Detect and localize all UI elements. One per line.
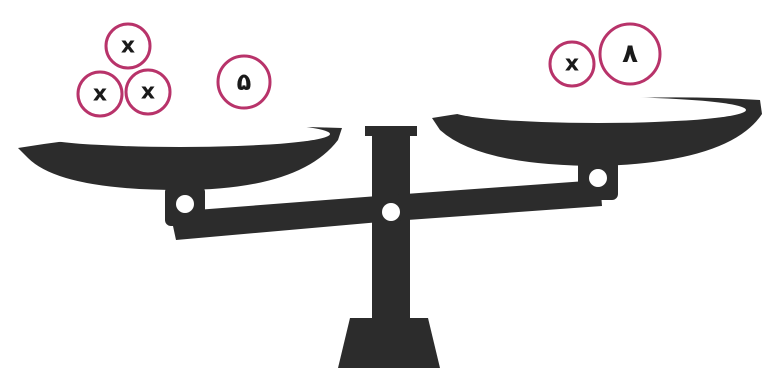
- right-pan: [432, 97, 762, 166]
- left-hinge-pin: [176, 195, 194, 213]
- right-weight-1-label: x: [565, 52, 579, 77]
- right-weight-2-label: ۸: [622, 39, 638, 69]
- left-weight-3: x: [126, 70, 170, 114]
- scale-pillar: [372, 130, 410, 322]
- pillar-cap: [365, 126, 417, 136]
- center-pivot-pin: [382, 203, 400, 221]
- left-weight-2: x: [78, 72, 122, 116]
- left-weight-1-label: x: [121, 34, 135, 59]
- left-weight-3-label: x: [141, 80, 155, 105]
- left-weight-4: ۵: [218, 56, 270, 108]
- right-hinge-pin: [589, 169, 607, 187]
- left-weight-4-label: ۵: [237, 68, 252, 96]
- scale-base: [338, 318, 440, 368]
- right-weight-2: ۸: [600, 24, 660, 84]
- left-weight-1: x: [106, 24, 150, 68]
- left-pan: [18, 121, 342, 190]
- right-weight-1: x: [550, 42, 594, 86]
- left-weight-2-label: x: [93, 82, 107, 107]
